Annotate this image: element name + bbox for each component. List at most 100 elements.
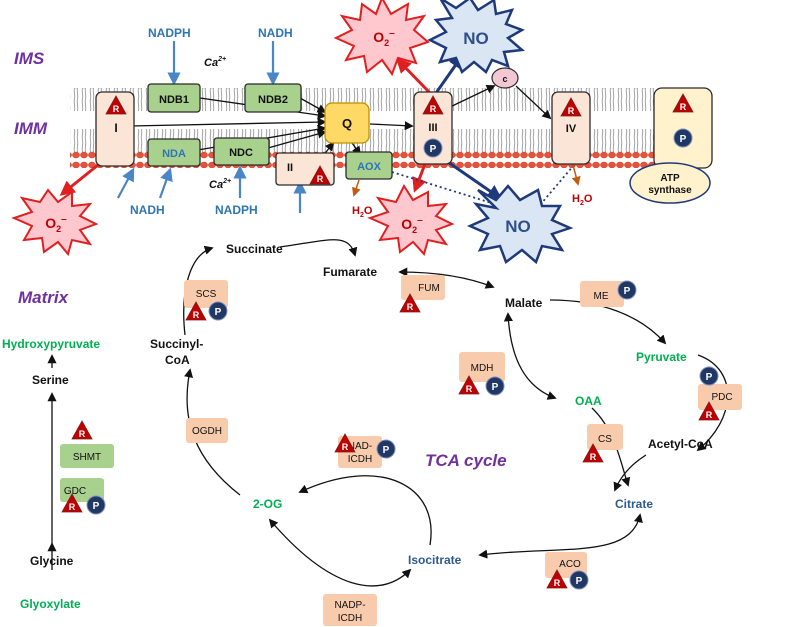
succinate-label: Succinate [226, 242, 283, 256]
redox-marker-nad-icdh: R [334, 433, 356, 453]
svg-text:P: P [430, 144, 437, 155]
oaa-label: OAA [575, 394, 602, 408]
svg-text:P: P [215, 307, 222, 318]
citrate-isocitrate-arrow [478, 513, 643, 559]
ndb2-to-q-arrow [299, 97, 327, 113]
succinate-to-fumarate-arrow [279, 239, 358, 257]
nad-icdh-label-2: ICDH [348, 454, 372, 465]
complex-i-label: I [114, 121, 117, 135]
calcium-matrix-label: Ca2+ [209, 178, 231, 191]
q-label: Q [342, 116, 352, 131]
complex-iii: III [413, 91, 453, 165]
svg-text:R: R [706, 410, 713, 420]
ndb2-label: NDB2 [258, 94, 288, 106]
citrate-label: Citrate [615, 497, 653, 511]
svg-text:R: R [590, 452, 597, 462]
complex-iii-label: III [428, 122, 437, 134]
cs-label: CS [598, 434, 612, 445]
malate-oaa-arrow [503, 312, 557, 400]
superoxide-ims-label: O2– [373, 28, 395, 48]
phospho-marker-nad-icdh: P [376, 439, 396, 459]
shmt-enzyme: SHMT [60, 444, 114, 468]
mdh-label: MDH [471, 363, 494, 374]
complex-iv-label: IV [566, 123, 577, 135]
redox-marker-pdc: R [698, 401, 720, 421]
nadp-icdh-label-1: NADP- [334, 600, 365, 611]
water-complex-iv-label: H2O [572, 193, 593, 207]
aox-label: AOX [357, 161, 382, 173]
mdh-enzyme: MDH [459, 352, 505, 382]
no-matrix-label: NO [505, 217, 531, 236]
nadh-matrix-label: NADH [130, 203, 165, 217]
complex-iii-superoxide-matrix-arrow [412, 163, 427, 193]
ndc-to-q-arrow [267, 129, 327, 149]
isocitrate-label: Isocitrate [408, 553, 462, 567]
ndb1-label: NDB1 [159, 94, 189, 106]
nadh-to-complex-i-arrow [117, 167, 135, 199]
nad-icdh-label-1: NAD- [348, 441, 372, 452]
fumarate-label: Fumarate [323, 265, 377, 279]
atp-synthase-label-1: ATP [660, 173, 680, 184]
ndc-label: NDC [229, 147, 253, 159]
phospho-marker-aco: P [569, 570, 589, 590]
superoxide-burst-complex-i: O2– [11, 188, 99, 257]
me-enzyme: ME [580, 281, 624, 307]
ogdh-label: OGDH [192, 426, 222, 437]
fum-label: FUM [418, 283, 440, 294]
cytochrome-c: c [491, 67, 519, 89]
tca-cycle-label: TCA cycle [425, 451, 507, 470]
water-aox-label: H2O [352, 205, 373, 219]
redox-marker-fum: R [399, 293, 421, 313]
complex-iv-no-dotted-link [539, 164, 575, 206]
malate-to-pyruvate-arrow [549, 299, 667, 345]
complex-iii-to-cytc-arrow [447, 85, 496, 109]
redox-marker-aco: R [546, 569, 568, 589]
serine-label: Serine [32, 373, 69, 387]
svg-text:R: R [430, 104, 437, 114]
complex-ii-label: II [287, 162, 293, 174]
hydroxypyruvate-label: Hydroxypyruvate [2, 337, 100, 351]
complex-i-superoxide-arrow [59, 163, 99, 196]
atp-synthase-label-2: synthase [648, 185, 692, 196]
phospho-marker-mdh: P [485, 376, 505, 396]
ims-label: IMS [14, 49, 45, 68]
complex-iii-superoxide-ims-arrow [395, 57, 432, 95]
redox-marker-cs: R [582, 443, 604, 463]
scs-label: SCS [196, 289, 217, 300]
svg-text:P: P [93, 501, 100, 512]
atp-synthase: ATP synthase [629, 87, 713, 204]
nda-label: NDA [162, 148, 186, 160]
superoxide-matrix-label: O2– [401, 215, 423, 235]
svg-text:R: R [680, 102, 687, 112]
phospho-marker-pdc: P [699, 366, 719, 386]
svg-text:P: P [492, 382, 499, 393]
isocitrate-to-2og-nad-arrow [298, 475, 432, 546]
glycine-label: Glycine [30, 554, 74, 568]
nadh-to-nda-arrow [158, 167, 173, 199]
aox-to-water-arrow [352, 179, 361, 197]
svg-text:R: R [79, 429, 86, 439]
fum-enzyme: FUM [401, 275, 445, 300]
superoxide-burst-ims: O2– [333, 0, 430, 77]
nda-box: NDA [147, 138, 201, 167]
redox-marker-complex-iv: R [560, 97, 582, 117]
acetyl-coa-label: Acetyl-CoA [648, 437, 713, 451]
complex-iii-no-matrix-arrow [444, 158, 503, 200]
no-burst-matrix: NO [466, 184, 574, 265]
svg-text:R: R [407, 302, 414, 312]
aox-box: AOX [345, 151, 393, 180]
phospho-marker-gdc: P [86, 495, 106, 515]
no-ims-label: NO [463, 29, 489, 48]
nadph-ims-label: NADPH [148, 26, 191, 40]
ndb2-box: NDB2 [244, 83, 302, 113]
cs-enzyme: CS [587, 424, 623, 450]
svg-text:R: R [113, 104, 120, 114]
svg-text:P: P [383, 445, 390, 456]
superoxide-burst-matrix: O2– [367, 183, 455, 256]
redox-marker-complex-ii: R [309, 165, 331, 185]
cytc-to-complex-iv-arrow [515, 85, 552, 120]
succinylcoa-to-succinate-arrow [183, 245, 214, 336]
scs-enzyme: SCS [184, 280, 228, 308]
q-to-complex-iii-arrow [369, 121, 414, 131]
